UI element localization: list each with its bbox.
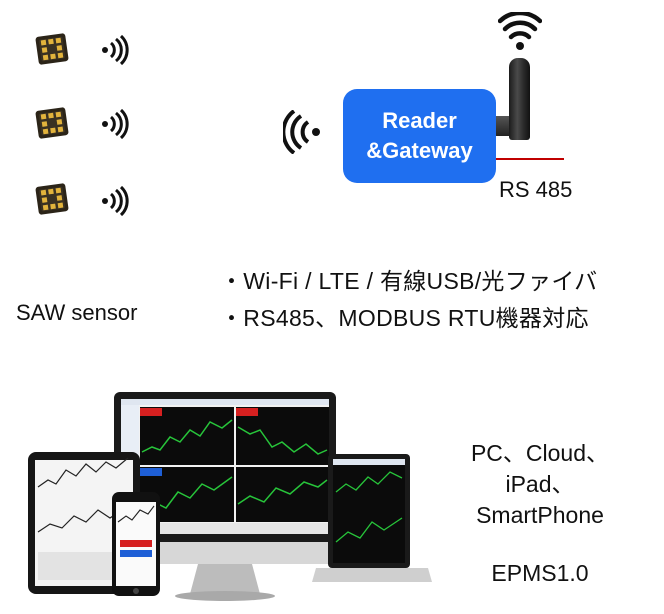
smartphone bbox=[112, 492, 160, 596]
devices-line-ipad: iPad、 bbox=[505, 471, 575, 497]
rs485-line bbox=[496, 158, 564, 160]
feature-rs485-modbus: ・RS485、MODBUS RTU機器対応 bbox=[220, 305, 589, 331]
saw-chip-icon bbox=[35, 33, 69, 65]
laptop bbox=[312, 454, 432, 582]
signal-waves-icon bbox=[102, 109, 129, 139]
wifi-icon bbox=[498, 12, 542, 50]
saw-chip-icon bbox=[35, 107, 69, 139]
signal-waves-icon bbox=[102, 35, 129, 65]
multi-device-screens-icon bbox=[28, 392, 432, 601]
gateway-label: &Gateway bbox=[366, 138, 473, 163]
devices-line-smartphone: SmartPhone bbox=[476, 502, 604, 528]
saw-chip-icon bbox=[35, 183, 69, 215]
saw-sensor-label: SAW sensor bbox=[16, 300, 138, 325]
antenna-icon bbox=[509, 58, 530, 140]
reader-gateway-box: Reader &Gateway bbox=[343, 89, 496, 183]
rs485-label: RS 485 bbox=[499, 177, 573, 202]
desktop-monitor bbox=[114, 392, 336, 601]
signal-waves-icon bbox=[283, 110, 320, 154]
product-name: EPMS1.0 bbox=[491, 560, 589, 586]
devices-line-pc-cloud: PC、Cloud、 bbox=[470, 440, 610, 466]
reader-label: Reader bbox=[382, 108, 457, 133]
feature-connectivity: ・Wi-Fi / LTE / 有線USB/光ファイバ bbox=[220, 268, 598, 294]
devices-label: PC、Cloud、 iPad、 SmartPhone bbox=[440, 438, 640, 531]
signal-waves-icon bbox=[102, 186, 129, 216]
